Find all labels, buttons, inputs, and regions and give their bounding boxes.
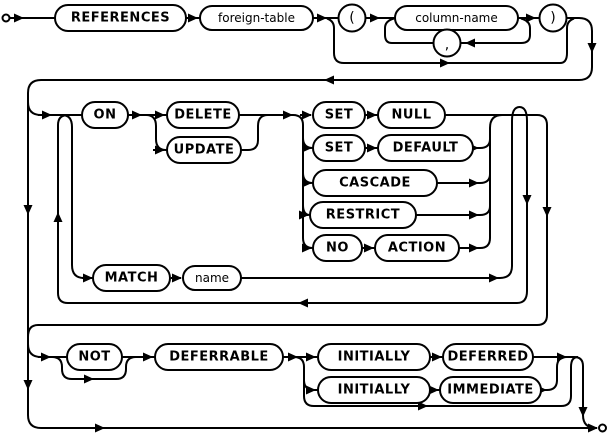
node-cascade-label: CASCADE	[339, 176, 411, 191]
node-default: DEFAULT	[377, 134, 474, 162]
node-deferrable: DEFERRABLE	[154, 343, 284, 371]
node-action-label: ACTION	[388, 241, 446, 256]
node-on: ON	[81, 101, 129, 129]
node-null: NULL	[377, 101, 446, 129]
node-cascade: CASCADE	[312, 169, 438, 197]
node-update-label: UPDATE	[174, 143, 235, 158]
end-terminal	[598, 423, 607, 433]
node-comma: ,	[432, 28, 462, 58]
node-set-default-set: SET	[312, 134, 366, 162]
node-default-label: DEFAULT	[393, 141, 459, 156]
node-initially2-label: INITIALLY	[338, 383, 411, 398]
node-immediate: IMMEDIATE	[439, 376, 542, 404]
node-set-null-set: SET	[312, 101, 366, 129]
node-initially1-label: INITIALLY	[338, 350, 411, 365]
node-deferred-label: DEFERRED	[447, 350, 528, 365]
node-column-name-label: column-name	[415, 11, 498, 25]
node-comma-label: ,	[445, 37, 449, 53]
node-immediate-label: IMMEDIATE	[447, 383, 534, 398]
node-match-label: MATCH	[105, 271, 159, 286]
arrowheads	[10, 13, 598, 433]
node-references-label: REFERENCES	[71, 11, 170, 26]
node-open-paren: (	[337, 3, 367, 33]
node-restrict: RESTRICT	[309, 201, 417, 229]
node-update: UPDATE	[166, 136, 242, 164]
node-name: name	[182, 265, 242, 291]
node-no-label: NO	[326, 241, 349, 256]
node-on-label: ON	[94, 108, 117, 123]
node-not: NOT	[66, 343, 123, 371]
node-initially-immediate: INITIALLY	[317, 376, 431, 404]
start-terminal	[1, 13, 11, 23]
node-close-paren: )	[538, 3, 568, 33]
node-set2-label: SET	[325, 141, 354, 156]
node-name-label: name	[195, 271, 229, 285]
node-initially-deferred: INITIALLY	[317, 343, 431, 371]
node-column-name: column-name	[394, 5, 519, 31]
node-deferrable-label: DEFERRABLE	[169, 350, 269, 365]
node-open-paren-label: (	[349, 10, 354, 26]
node-delete: DELETE	[166, 101, 240, 129]
node-restrict-label: RESTRICT	[326, 208, 400, 223]
node-action: ACTION	[374, 234, 460, 262]
node-delete-label: DELETE	[174, 108, 232, 123]
node-close-paren-label: )	[550, 10, 555, 26]
node-set1-label: SET	[325, 108, 354, 123]
node-not-label: NOT	[78, 350, 110, 365]
node-deferred: DEFERRED	[442, 343, 534, 371]
node-null-label: NULL	[391, 108, 431, 123]
node-no: NO	[312, 234, 363, 262]
node-foreign-table: foreign-table	[199, 5, 314, 31]
node-match: MATCH	[92, 264, 171, 292]
node-foreign-table-label: foreign-table	[218, 11, 295, 25]
node-references: REFERENCES	[54, 4, 187, 32]
